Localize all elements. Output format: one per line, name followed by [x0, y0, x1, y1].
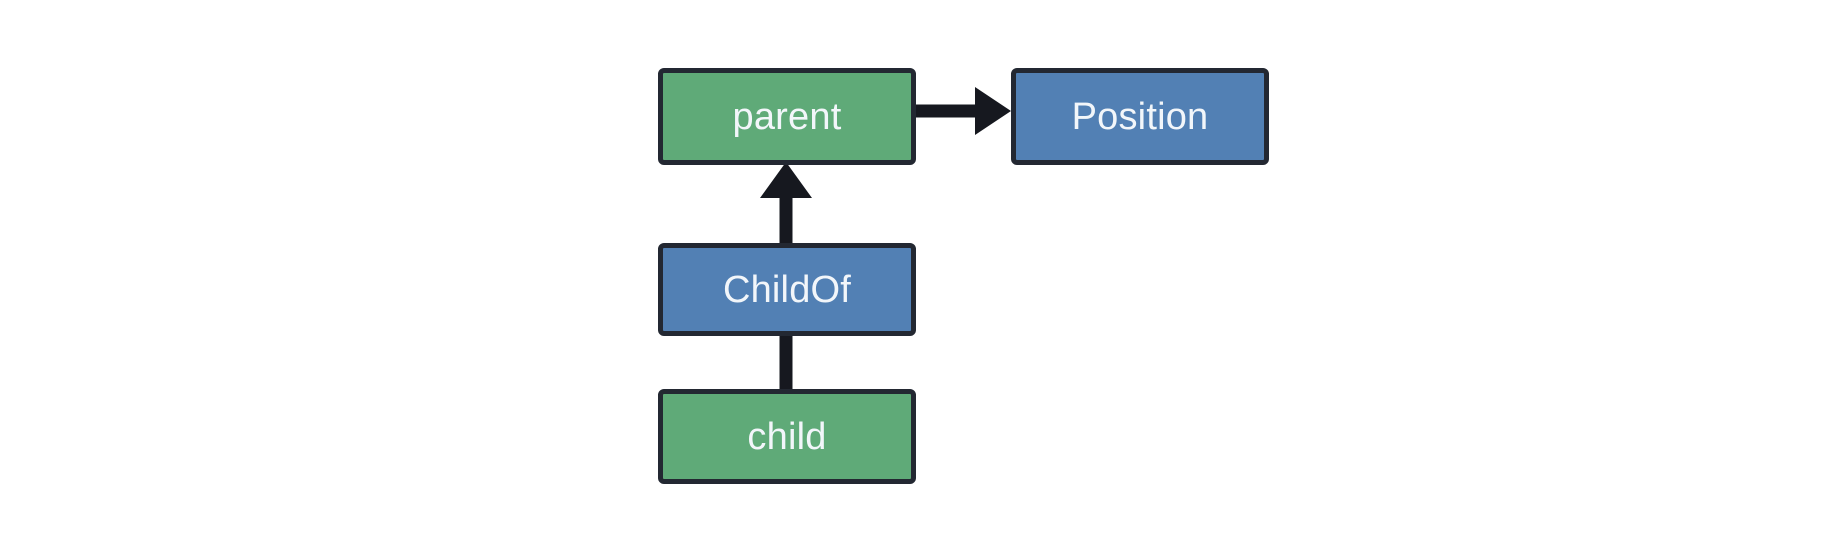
- node-position[interactable]: Position: [1011, 68, 1269, 165]
- arrowhead-up-icon: [760, 162, 812, 198]
- node-child[interactable]: child: [658, 389, 916, 484]
- edge-parent-to-position: [916, 87, 1011, 135]
- edge-childof-to-parent: [760, 162, 812, 243]
- node-childof-label: ChildOf: [722, 268, 852, 311]
- node-position-label: Position: [1071, 95, 1209, 138]
- arrowhead-right-icon: [975, 87, 1011, 135]
- node-child-label: child: [747, 415, 827, 458]
- node-parent-label: parent: [732, 95, 842, 138]
- node-parent[interactable]: parent: [658, 68, 916, 165]
- node-childof[interactable]: ChildOf: [658, 243, 916, 336]
